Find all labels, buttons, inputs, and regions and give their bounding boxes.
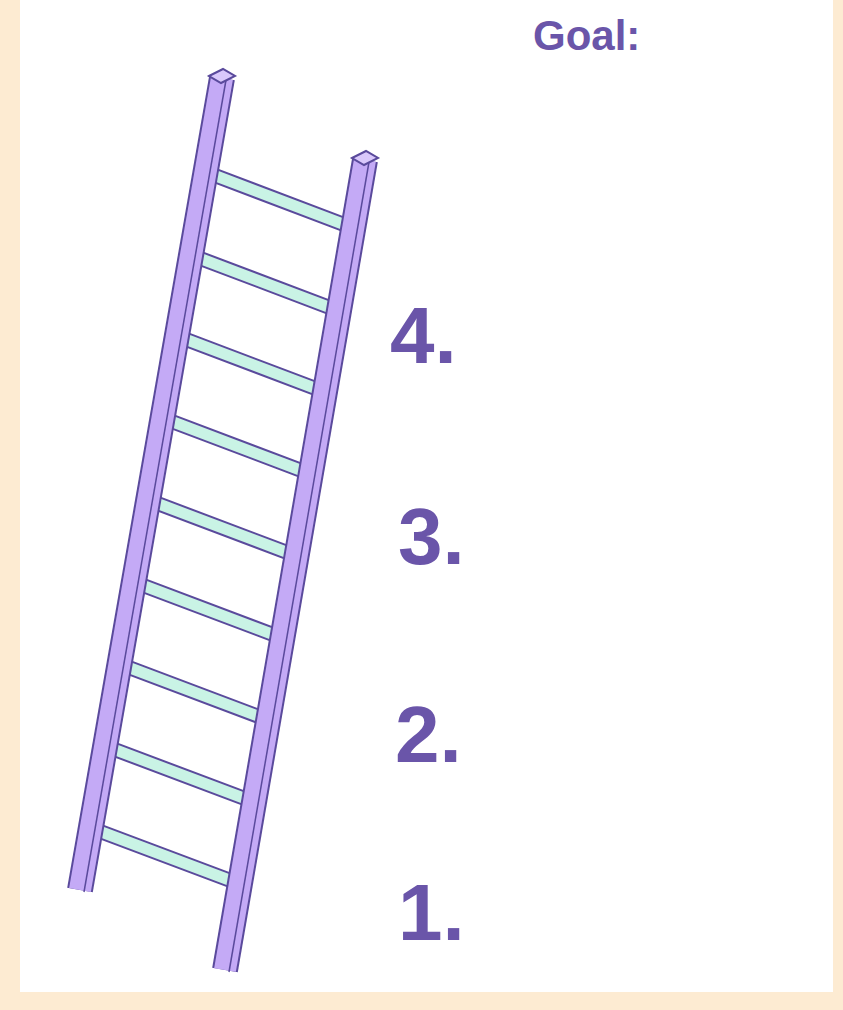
- rung: [105, 746, 254, 802]
- rail-edge: [229, 162, 369, 972]
- rung: [191, 255, 339, 311]
- rail-outline: [80, 78, 222, 890]
- rail: [225, 160, 365, 970]
- rung: [148, 500, 296, 556]
- rung-outline: [91, 828, 240, 884]
- rung-outline: [206, 172, 354, 228]
- step-number: 3.: [398, 497, 465, 577]
- rung: [120, 664, 269, 720]
- rung: [91, 828, 240, 884]
- rung-outline: [105, 746, 254, 802]
- step-number: 4.: [390, 296, 457, 376]
- step-number: 1.: [398, 873, 465, 953]
- rung: [163, 418, 311, 474]
- rung-outline: [191, 255, 339, 311]
- rung-outline: [120, 664, 269, 720]
- rail-cap: [209, 69, 235, 83]
- goal-heading: Goal:: [533, 15, 640, 57]
- rail-outline: [225, 160, 365, 970]
- step-number: 2.: [395, 695, 462, 775]
- rung-outline: [163, 418, 311, 474]
- rung: [134, 582, 283, 638]
- rung-outline: [148, 500, 296, 556]
- rail-edge: [84, 80, 226, 892]
- ladder-rails: [80, 69, 378, 972]
- rung-outline: [177, 336, 325, 392]
- rung: [206, 172, 354, 228]
- rung: [177, 336, 325, 392]
- rail: [80, 78, 222, 890]
- rail-cap: [352, 151, 378, 165]
- rung-outline: [134, 582, 283, 638]
